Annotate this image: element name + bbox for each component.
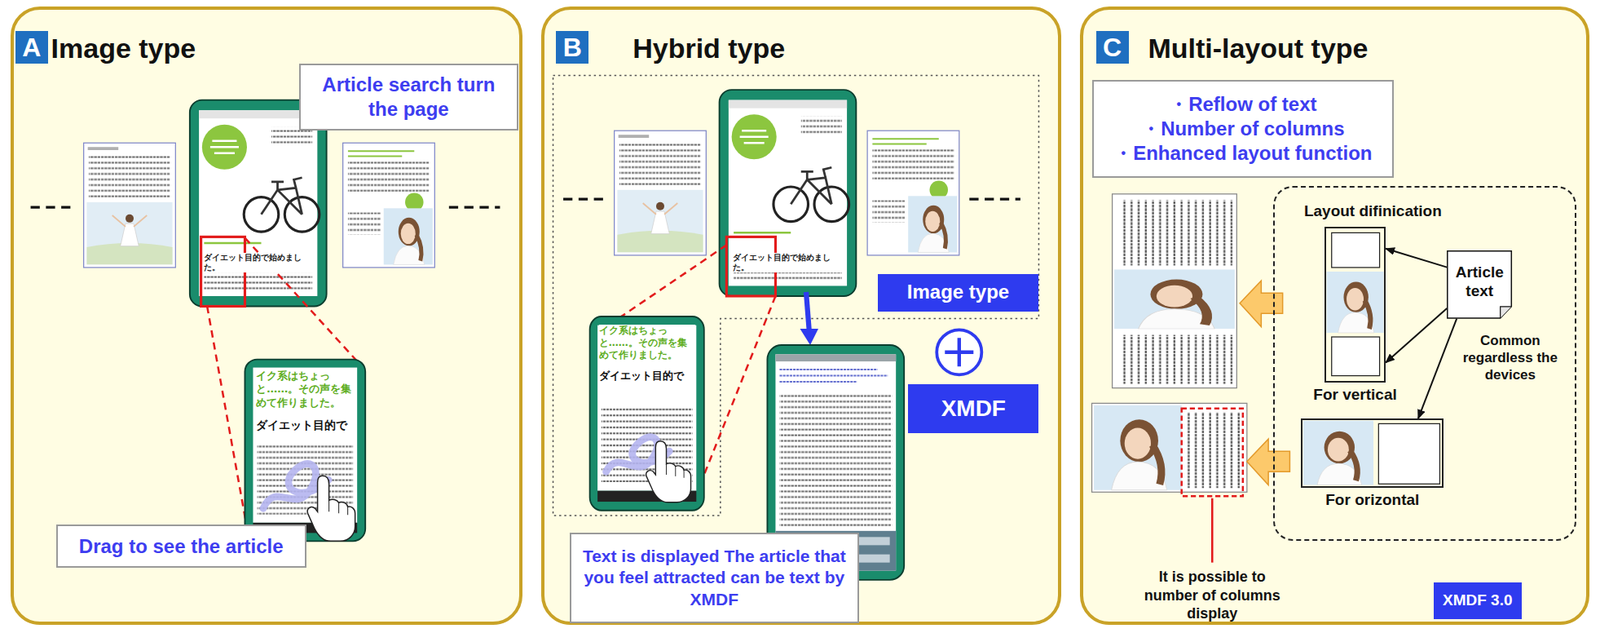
plus-symbol <box>936 329 982 375</box>
panel-badge: A <box>15 30 49 64</box>
panel-title: Image type <box>51 31 197 65</box>
feature-list-box: ・Reflow of text・Number of columns・Enhanc… <box>1092 79 1395 178</box>
page-strip <box>83 142 177 268</box>
vertical-layout-slots <box>1326 271 1384 333</box>
panel-ground <box>10 6 523 625</box>
tag-text: XMDF 3.0 <box>1438 590 1517 610</box>
badge-letter: B <box>563 34 582 61</box>
panel-ground <box>541 6 1062 625</box>
panel-title: Multi-layout type <box>1147 31 1368 65</box>
panel: B Image typeXMDF Text is displayed The art… <box>541 6 1062 626</box>
horizontal-layout-slots <box>1303 420 1374 485</box>
feature-item: ・Number of columns <box>1101 116 1385 142</box>
feature-item: ・Reflow of text <box>1101 92 1385 117</box>
callout-box: Text is displayed The article that you f… <box>569 532 860 622</box>
vertical-result-page <box>1112 193 1238 388</box>
page-lead: イク系はちょっと……。その声を集めて作りました。 <box>255 369 354 410</box>
document-fold <box>1500 305 1512 318</box>
page-strip <box>189 100 327 307</box>
callout-text: Article search turn the page <box>308 72 509 122</box>
page-strip <box>343 142 436 268</box>
callout-text: Drag to see the article <box>66 533 297 559</box>
panel: A Article search turn the pageDrag to see… <box>10 6 523 626</box>
page-strip <box>563 89 1021 296</box>
vertical-result-page <box>1112 193 1238 388</box>
result-arrow <box>1247 438 1291 485</box>
panel-badge: C <box>1096 30 1129 64</box>
type-tag: XMDF <box>907 383 1039 433</box>
panel: C ・Reflow of text・Number of columns・Enhan… <box>1079 6 1591 626</box>
callout-box: Article search turn the page <box>299 63 519 132</box>
badge-letter: C <box>1102 34 1122 61</box>
panel-badge: B <box>555 30 589 64</box>
plus-symbol <box>944 337 974 366</box>
callout-box: Drag to see the article <box>56 524 307 568</box>
note-label: It is possible to number of columns disp… <box>1135 567 1289 623</box>
document-text: Article text <box>1451 263 1508 301</box>
vertical-result-page <box>1118 334 1233 384</box>
illustration <box>590 316 705 511</box>
panel-ground <box>1079 6 1591 625</box>
frame-caption: For vertical <box>1313 384 1397 404</box>
horizontal-result-page <box>1092 402 1248 492</box>
page-heading: ダイエット目的で始めました。 <box>732 252 846 273</box>
connector-arrow <box>1418 318 1457 419</box>
page-strip <box>614 130 707 256</box>
transition-arrowhead <box>800 328 820 345</box>
document-outline <box>1447 251 1512 318</box>
horizontal-layout-slots <box>1303 420 1441 485</box>
vertical-layout-slots <box>1326 232 1384 375</box>
page-strip <box>719 89 857 296</box>
badge-letter: A <box>22 34 41 61</box>
text-phone <box>779 369 888 382</box>
plus-symbol <box>936 329 982 375</box>
horizontal-result-page <box>1184 412 1241 489</box>
layout-frame: For orizontal <box>1300 418 1444 488</box>
feature-item: ・Enhanced layout function <box>1101 141 1385 166</box>
version-tag: XMDF 3.0 <box>1433 581 1522 619</box>
page-strip <box>30 100 501 307</box>
vertical-result-page <box>1118 199 1233 265</box>
panel-title: Hybrid type <box>632 31 785 65</box>
connector-arrow <box>1385 248 1447 268</box>
leader-line <box>1211 498 1214 563</box>
page-lead: イク系はちょっと……。その声を集めて作りました。 <box>599 324 696 362</box>
vertical-result-page <box>1114 268 1235 329</box>
horizontal-result-page <box>1092 402 1248 492</box>
connector-arrow <box>1385 308 1447 363</box>
page-heading: ダイエット目的で始めました。 <box>203 252 317 273</box>
type-tag: Image type <box>877 273 1040 312</box>
vertical-layout-slots <box>1331 336 1380 376</box>
page-heading: ダイエット目的で <box>599 369 696 383</box>
note-label: Common regardless the devices <box>1458 331 1561 384</box>
illustration <box>307 475 355 541</box>
text-phone <box>779 392 892 527</box>
frame-caption: For orizontal <box>1325 489 1420 509</box>
illustration <box>646 440 692 503</box>
horizontal-layout-slots <box>1378 423 1440 484</box>
document-shape: Article text <box>1446 250 1512 319</box>
layout-frame: For vertical <box>1324 226 1386 384</box>
callout-text: Text is displayed The article that you f… <box>579 545 851 610</box>
tag-text: XMDF <box>912 394 1034 423</box>
vertical-layout-slots <box>1331 232 1380 268</box>
page-strip <box>867 130 960 256</box>
tag-text: Image type <box>882 280 1035 305</box>
column-highlight <box>1181 408 1243 497</box>
result-arrow <box>1239 280 1283 327</box>
text-phone <box>775 353 896 362</box>
region-title: Layout difinication <box>1304 201 1442 221</box>
page-heading: ダイエット目的で <box>255 418 354 433</box>
horizontal-result-page <box>1093 405 1182 490</box>
illustration <box>244 359 366 542</box>
transition-arrow <box>806 291 810 331</box>
